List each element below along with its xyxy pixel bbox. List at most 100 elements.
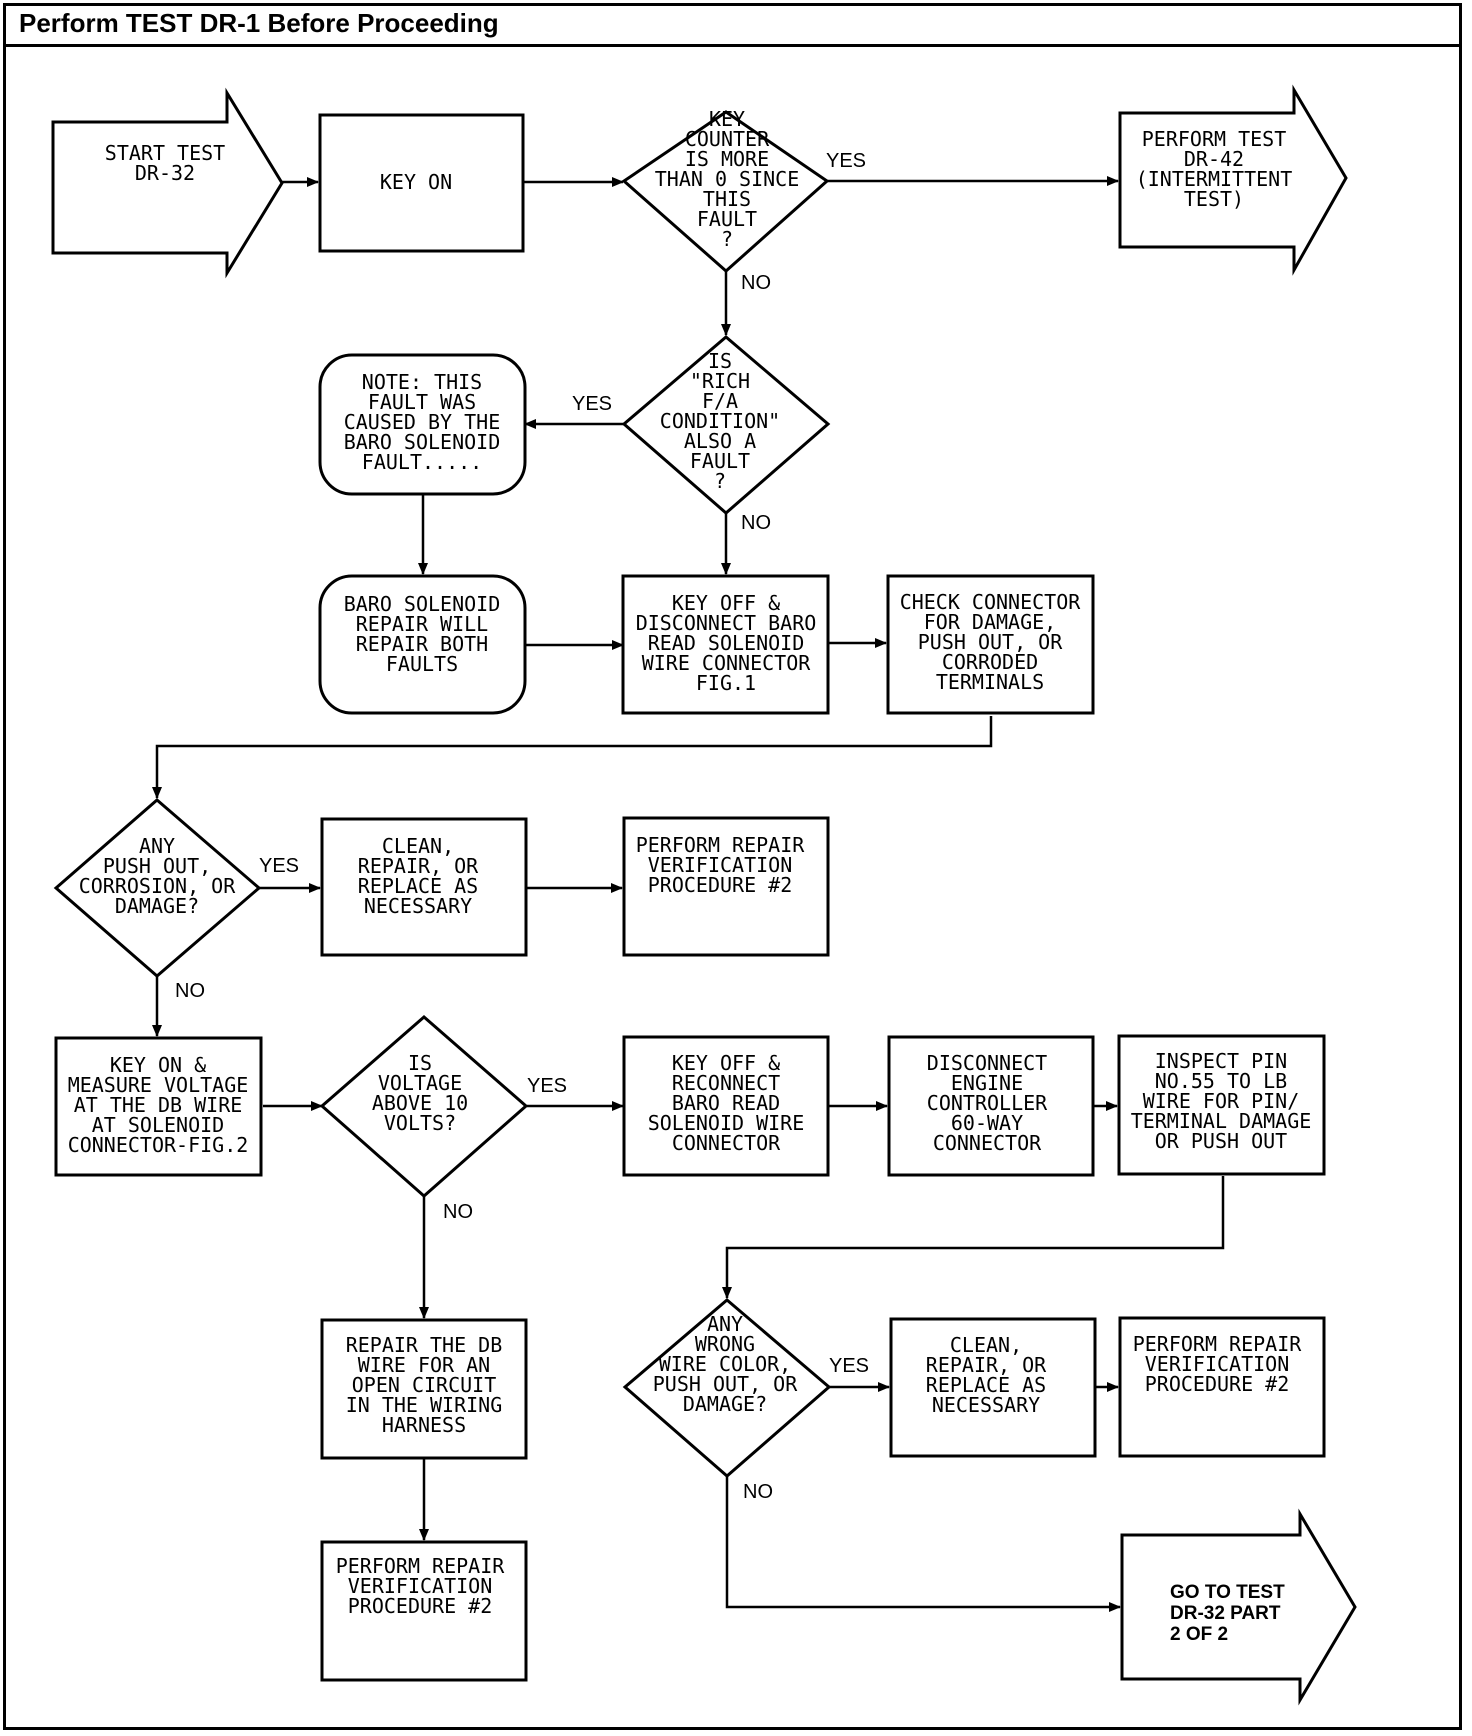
rich-fa-line-7: ? <box>714 469 726 493</box>
key-off-reconnect-line-5: CONNECTOR <box>672 1131 781 1155</box>
verification-2-line-1: PERFORM REPAIR <box>336 1554 506 1578</box>
check-connector-box-shape <box>886 574 1095 715</box>
baro-repair-rounded-shape <box>318 574 527 715</box>
key-off-reconnect-box-shape <box>622 1035 830 1177</box>
key-off-disconnect-line-2: DISCONNECT BARO <box>636 611 817 635</box>
yes-label-counter: YES <box>826 150 866 172</box>
goto-part2-line-2: DR-32 PART <box>1170 1603 1281 1624</box>
clean-repair-1-line-2: REPAIR, OR <box>358 854 479 878</box>
shapes <box>51 84 1357 1706</box>
check-connector-line-4: CORRODED <box>942 650 1038 674</box>
measure-voltage-line-2: MEASURE VOLTAGE <box>68 1073 249 1097</box>
page-title: Perform TEST DR-1 Before Proceeding <box>3 3 1462 47</box>
edge-check-anypush <box>152 716 993 799</box>
goto-part2-line-3: 2 OF 2 <box>1170 1624 1228 1645</box>
check-connector-line-1: CHECK CONNECTOR <box>900 590 1082 614</box>
repair-db-line-5: HARNESS <box>382 1413 466 1437</box>
any-wrong-diamond-shape <box>622 1298 832 1478</box>
disconnect-engine-line-5: CONNECTOR <box>933 1131 1042 1155</box>
clean-repair-1-line-1: CLEAN, <box>382 834 454 858</box>
key-counter-diamond-shape <box>621 110 830 274</box>
disconnect-engine-box-shape <box>887 1035 1095 1177</box>
key-off-reconnect-line-4: SOLENOID WIRE <box>648 1111 805 1135</box>
start-arrow-shape <box>51 87 284 279</box>
no-label-anypush: NO <box>175 980 205 1002</box>
key-counter-line-2: COUNTER <box>685 127 770 151</box>
no-label-voltage: NO <box>443 1201 473 1223</box>
dr42-line-4: TEST) <box>1184 187 1244 211</box>
verification-1-line-1: PERFORM REPAIR <box>636 833 806 857</box>
rich-fa-line-1: IS <box>708 349 732 373</box>
key-off-disconnect-line-1: KEY OFF & <box>672 591 780 615</box>
verification-3-line-3: PROCEDURE #2 <box>1145 1372 1290 1396</box>
clean-repair-2-box-shape <box>889 1317 1097 1458</box>
clean-repair-1-box-shape <box>320 817 528 957</box>
any-wrong-line-3: WIRE COLOR, <box>659 1352 791 1376</box>
note-rounded-shape <box>318 353 527 496</box>
no-label-counter: NO <box>741 272 771 294</box>
key-off-reconnect-line-1: KEY OFF & <box>672 1051 780 1075</box>
disconnect-engine-line-2: ENGINE <box>951 1071 1023 1095</box>
voltage-above-diamond-shape <box>319 1015 529 1199</box>
no-label-anywrong: NO <box>743 1481 773 1503</box>
note-line-5: FAULT..... <box>362 450 482 474</box>
any-push-out-line-1: ANY <box>139 834 175 858</box>
key-on-box-shape <box>318 113 525 253</box>
inspect-pin-box-shape <box>1117 1034 1326 1176</box>
clean-repair-1-line-4: NECESSARY <box>364 894 472 918</box>
dr42-line-3: (INTERMITTENT <box>1136 167 1293 191</box>
note-line-3: CAUSED BY THE <box>344 410 501 434</box>
baro-repair-line-4: FAULTS <box>386 652 458 676</box>
verification-1-line-2: VERIFICATION <box>648 853 793 877</box>
goto-part2-line-1: GO TO TEST <box>1170 1582 1285 1603</box>
any-push-out-line-3: CORROSION, OR <box>79 874 236 898</box>
yes-label-rich: YES <box>572 393 612 415</box>
start-line-1: START TEST <box>105 141 225 165</box>
measure-voltage-box-shape <box>54 1036 263 1177</box>
yes-label-anypush: YES <box>259 855 299 877</box>
key-on-line-1: KEY ON <box>380 170 452 194</box>
repair-db-line-3: OPEN CIRCUIT <box>352 1373 497 1397</box>
clean-repair-1-line-3: REPLACE AS <box>358 874 478 898</box>
dr42-line-1: PERFORM TEST <box>1142 127 1287 151</box>
disconnect-engine-line-1: DISCONNECT <box>927 1051 1047 1075</box>
key-counter-line-6: FAULT <box>697 207 757 231</box>
check-connector-line-2: FOR DAMAGE, <box>924 610 1056 634</box>
yes-label-voltage: YES <box>527 1075 567 1097</box>
key-on-label: KEY ON <box>380 170 452 194</box>
check-connector-line-3: PUSH OUT, OR <box>918 630 1063 654</box>
voltage-above-line-3: ABOVE 10 <box>372 1091 468 1115</box>
edge-labels: YES NO YES NO YES NO YES NO YES NO <box>175 150 869 1503</box>
rich-fa-line-3: F/A <box>702 389 738 413</box>
measure-voltage-line-5: CONNECTOR-FIG.2 <box>68 1133 249 1157</box>
any-wrong-line-1: ANY <box>707 1312 743 1336</box>
voltage-above-line-2: VOLTAGE <box>378 1071 462 1095</box>
disconnect-engine-line-4: 60-WAY <box>951 1111 1023 1135</box>
key-counter-line-5: THIS <box>703 187 751 211</box>
goto-part2-arrow-shape <box>1120 1508 1357 1706</box>
dr42-arrow-shape <box>1118 84 1348 276</box>
measure-voltage-line-3: AT THE DB WIRE <box>74 1093 243 1117</box>
verification-1-box-shape <box>622 816 830 957</box>
key-counter-line-1: KEY <box>709 107 745 131</box>
verification-1-line-3: PROCEDURE #2 <box>648 873 793 897</box>
dr42-line-2: DR-42 <box>1184 147 1244 171</box>
yes-label-anywrong: YES <box>829 1355 869 1377</box>
verification-3-line-2: VERIFICATION <box>1145 1352 1290 1376</box>
inspect-pin-line-3: WIRE FOR PIN/ <box>1143 1089 1300 1113</box>
verification-2-line-2: VERIFICATION <box>348 1574 493 1598</box>
